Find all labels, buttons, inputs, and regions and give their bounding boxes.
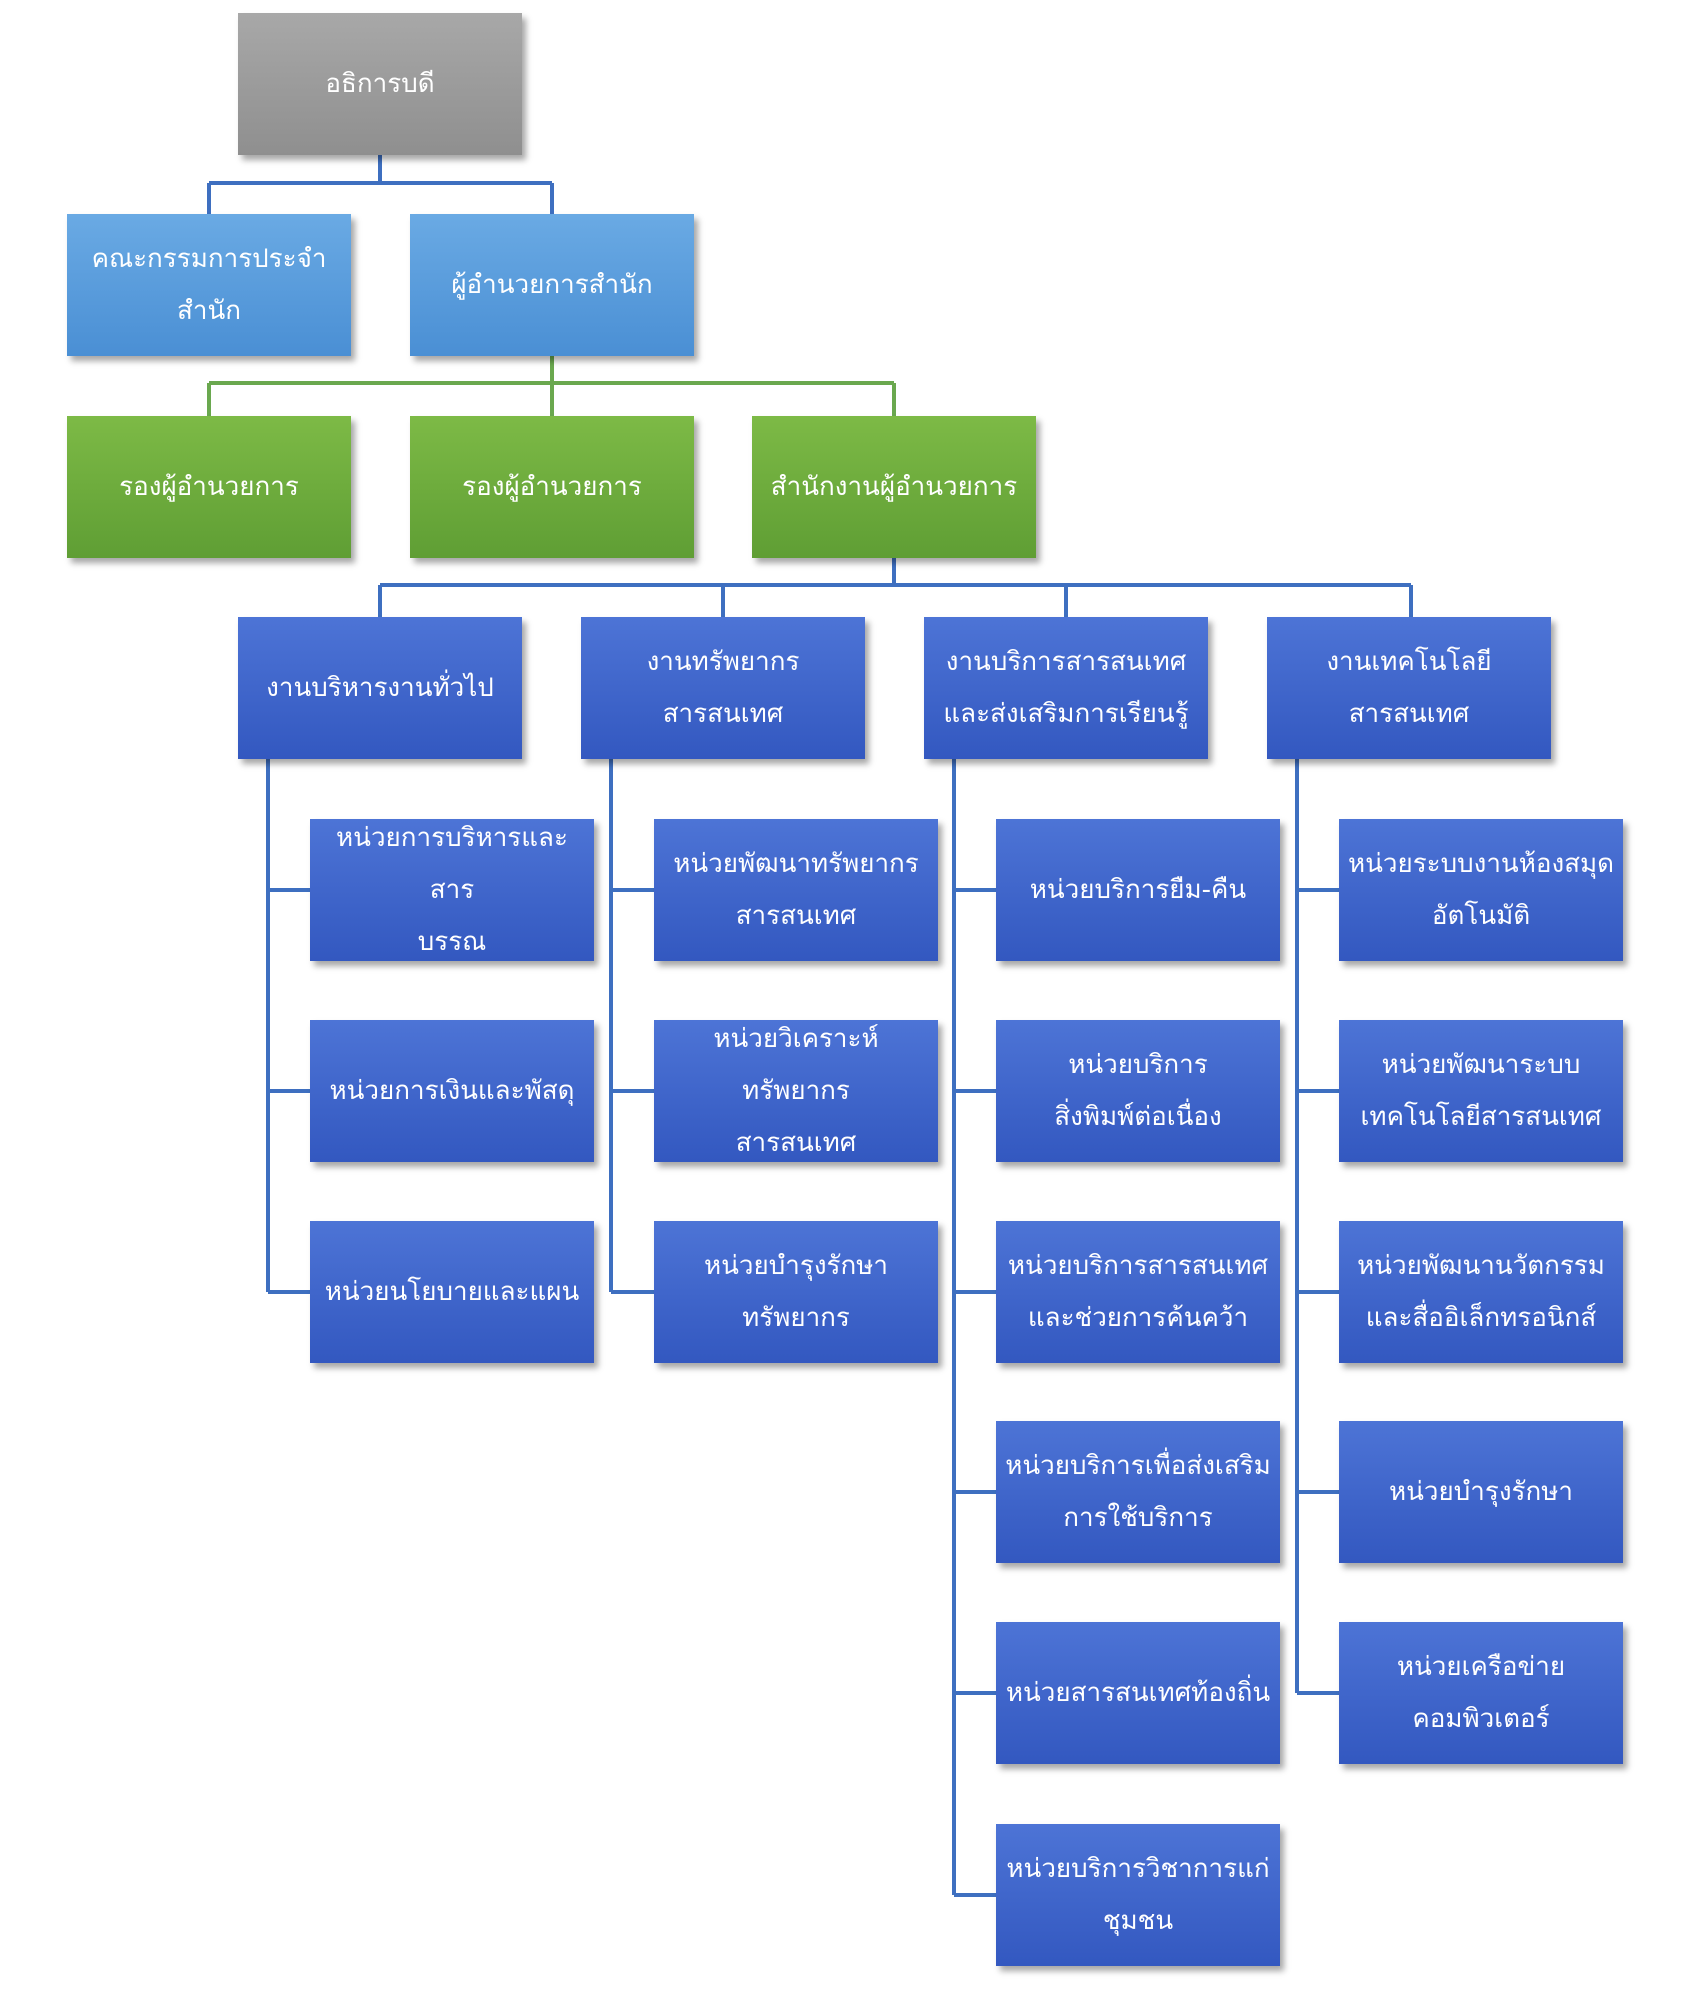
director-label: อธิการบดี — [325, 69, 435, 99]
unit-box: หน่วยบริการเพื่อส่งเสริม การใช้บริการ — [996, 1421, 1280, 1563]
unit-label: หน่วยนโยบายและแผน — [324, 1277, 580, 1307]
unit-box: หน่วยบำรุงรักษา ทรัพยากร — [654, 1221, 938, 1363]
unit-box: หน่วยพัฒนาทรัพยากร สารสนเทศ — [654, 819, 938, 961]
unit-box: หน่วยเครือข่าย คอมพิวเตอร์ — [1339, 1622, 1623, 1764]
division-label: งานทรัพยากรสารสนเทศ — [646, 647, 800, 729]
director-office-label: สำนักงานผู้อำนวยการ — [770, 472, 1018, 502]
deputy-director-label-1: รองผู้อำนวยการ — [119, 472, 299, 502]
unit-box: หน่วยพัฒนานวัตกรรม และสื่ออิเล็กทรอนิกส์ — [1339, 1221, 1623, 1363]
division-box-general-admin: งานบริหารงานทั่วไป — [238, 617, 522, 759]
unit-label: หน่วยบริการ สิ่งพิมพ์ต่อเนื่อง — [1054, 1050, 1222, 1132]
unit-box: หน่วยนโยบายและแผน — [310, 1221, 594, 1363]
unit-box: หน่วยการเงินและพัสดุ — [310, 1020, 594, 1162]
unit-label: หน่วยบำรุงรักษา ทรัพยากร — [704, 1251, 888, 1333]
committee-box: คณะกรรมการประจำ สำนัก — [67, 214, 351, 356]
division-label: งานบริการสารสนเทศ และส่งเสริมการเรียนรู้ — [943, 647, 1189, 729]
unit-box: หน่วยระบบงานห้องสมุด อัตโนมัติ — [1339, 819, 1623, 961]
unit-label: หน่วยพัฒนาทรัพยากร สารสนเทศ — [673, 849, 919, 931]
unit-label: หน่วยบริการวิชาการแก่ ชุมชน — [1006, 1854, 1270, 1936]
deputy-director-box-2: รองผู้อำนวยการ — [410, 416, 694, 558]
unit-label: หน่วยบริการสารสนเทศ และช่วยการค้นคว้า — [1007, 1251, 1269, 1333]
unit-label: หน่วยการบริหารและสาร บรรณ — [336, 823, 568, 957]
unit-box: หน่วยสารสนเทศท้องถิ่น — [996, 1622, 1280, 1764]
unit-label: หน่วยวิเคราะห์ทรัพยากร สารสนเทศ — [713, 1024, 879, 1158]
unit-label: หน่วยพัฒนานวัตกรรม และสื่ออิเล็กทรอนิกส์ — [1357, 1251, 1605, 1333]
division-box-information-technology: งานเทคโนโลยี สารสนเทศ — [1267, 617, 1551, 759]
unit-label: หน่วยระบบงานห้องสมุด อัตโนมัติ — [1347, 849, 1615, 931]
unit-label: หน่วยบริการเพื่อส่งเสริม การใช้บริการ — [1005, 1451, 1271, 1533]
division-label: งานบริหารงานทั่วไป — [266, 673, 494, 703]
office-director-label: ผู้อำนวยการสำนัก — [451, 270, 653, 300]
unit-box: หน่วยพัฒนาระบบ เทคโนโลยีสารสนเทศ — [1339, 1020, 1623, 1162]
division-box-information-services: งานบริการสารสนเทศ และส่งเสริมการเรียนรู้ — [924, 617, 1208, 759]
director-office-box: สำนักงานผู้อำนวยการ — [752, 416, 1036, 558]
unit-box: หน่วยบริการวิชาการแก่ ชุมชน — [996, 1824, 1280, 1966]
unit-label: หน่วยพัฒนาระบบ เทคโนโลยีสารสนเทศ — [1360, 1050, 1602, 1132]
deputy-director-label-2: รองผู้อำนวยการ — [462, 472, 642, 502]
committee-label: คณะกรรมการประจำ สำนัก — [91, 244, 327, 326]
unit-box: หน่วยการบริหารและสาร บรรณ — [310, 819, 594, 961]
unit-label: หน่วยบริการยืม-คืน — [1029, 875, 1247, 905]
unit-label: หน่วยสารสนเทศท้องถิ่น — [1005, 1678, 1271, 1708]
unit-box: หน่วยบริการสารสนเทศ และช่วยการค้นคว้า — [996, 1221, 1280, 1363]
unit-label: หน่วยบำรุงรักษา — [1389, 1477, 1573, 1507]
deputy-director-box-1: รองผู้อำนวยการ — [67, 416, 351, 558]
division-label: งานเทคโนโลยี สารสนเทศ — [1326, 647, 1492, 729]
office-director-box: ผู้อำนวยการสำนัก — [410, 214, 694, 356]
division-box-information-resources: งานทรัพยากรสารสนเทศ — [581, 617, 865, 759]
unit-box: หน่วยบริการ สิ่งพิมพ์ต่อเนื่อง — [996, 1020, 1280, 1162]
unit-box: หน่วยบำรุงรักษา — [1339, 1421, 1623, 1563]
unit-box: หน่วยวิเคราะห์ทรัพยากร สารสนเทศ — [654, 1020, 938, 1162]
unit-label: หน่วยเครือข่าย คอมพิวเตอร์ — [1396, 1652, 1566, 1734]
unit-box: หน่วยบริการยืม-คืน — [996, 819, 1280, 961]
director-box: อธิการบดี — [238, 13, 522, 155]
unit-label: หน่วยการเงินและพัสดุ — [329, 1076, 575, 1106]
